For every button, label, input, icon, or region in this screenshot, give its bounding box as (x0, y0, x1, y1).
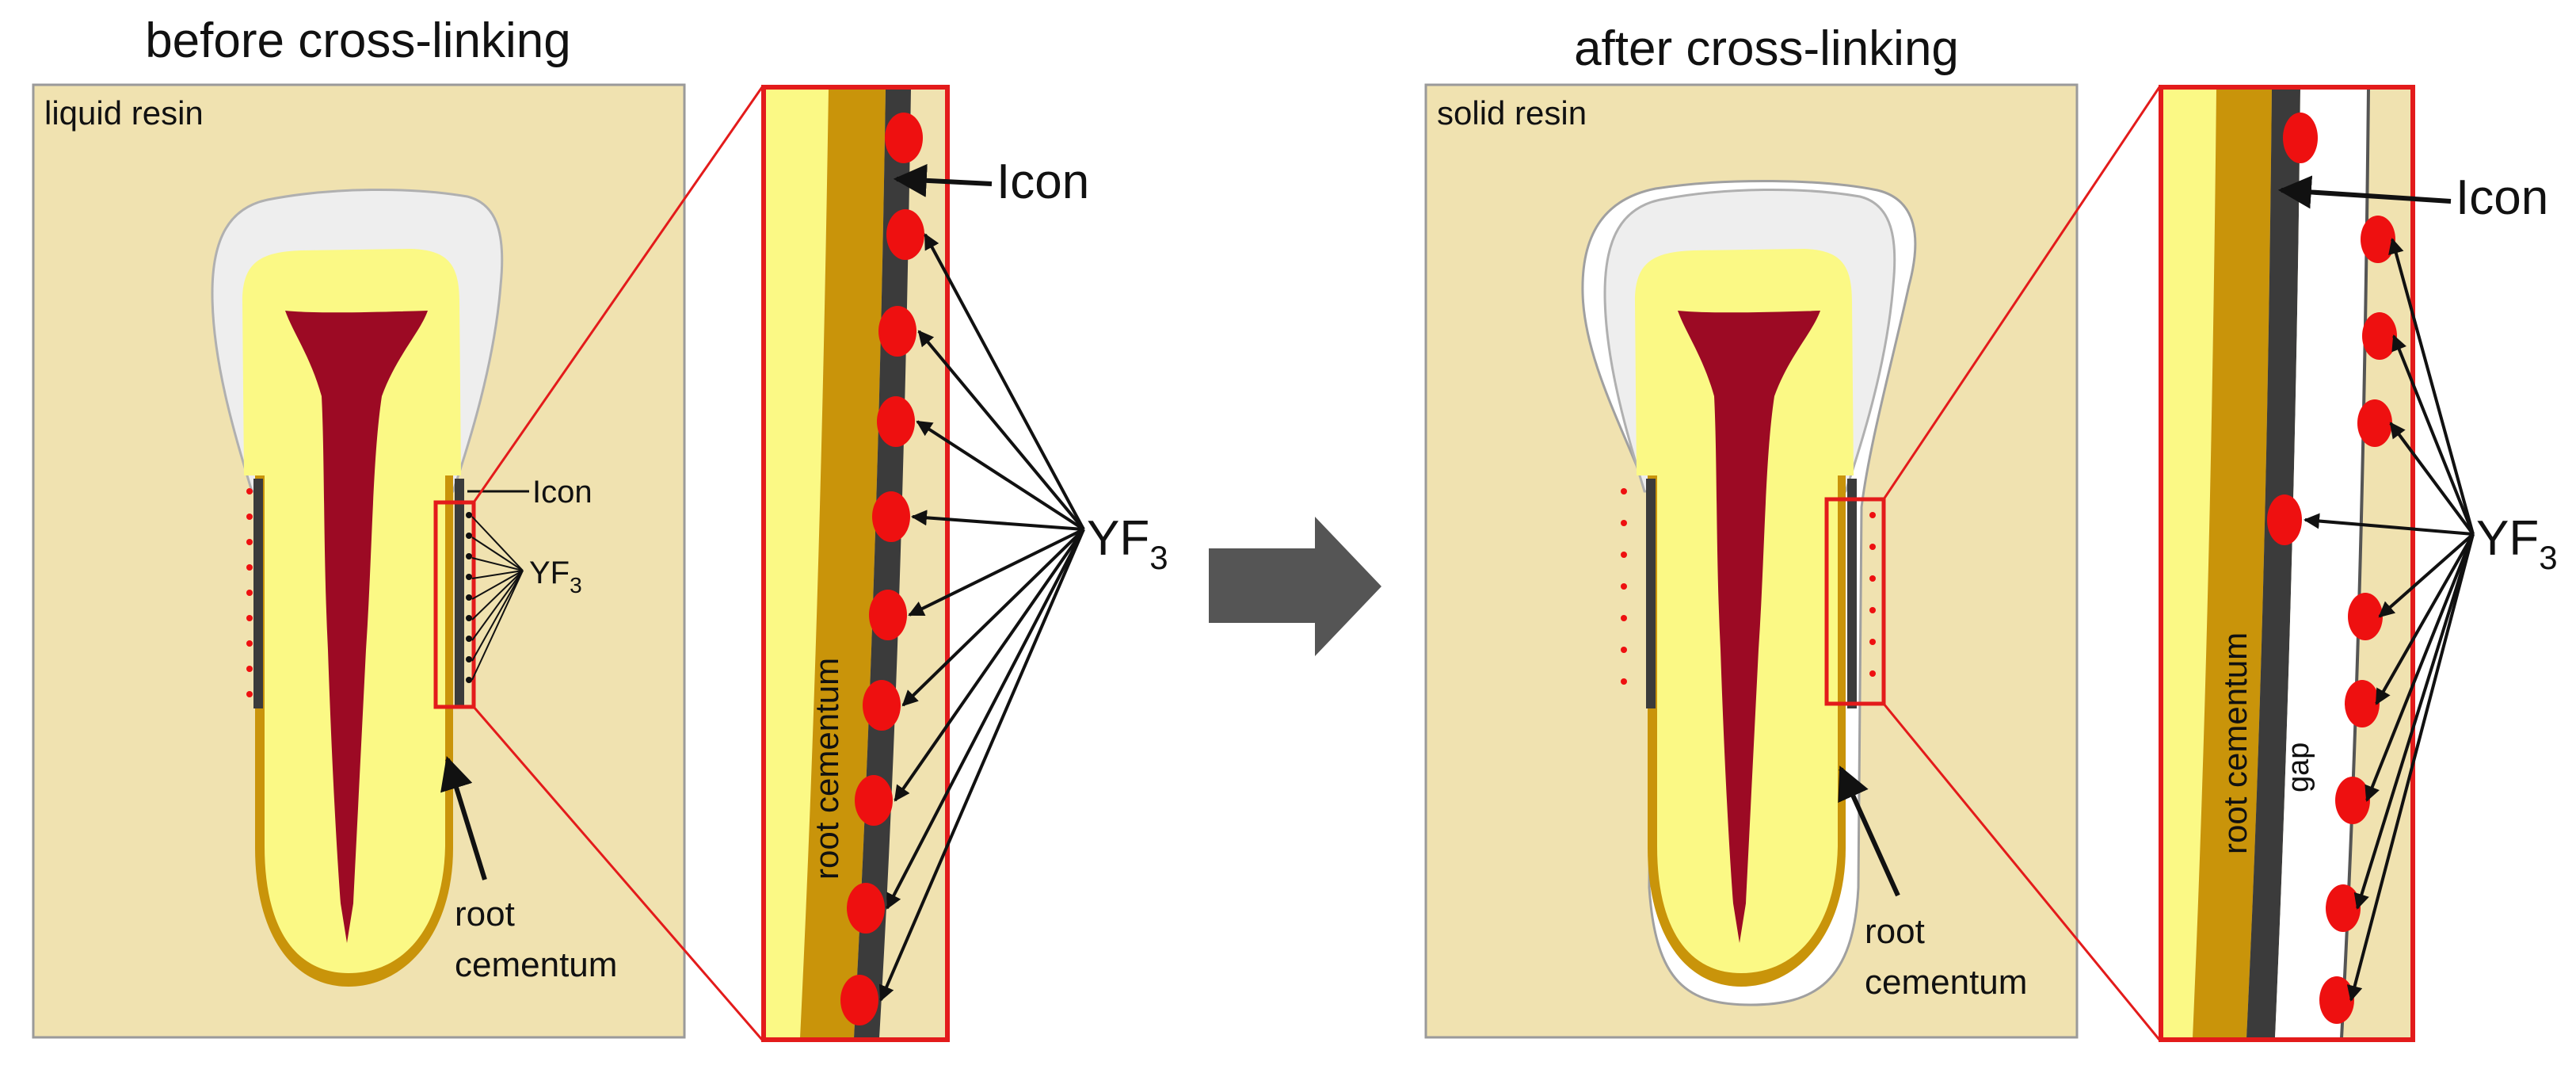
small-particles-left-after (1621, 488, 1627, 685)
yf3-arrows-after (2304, 238, 2475, 1002)
zoom-icon-layer-after (2246, 89, 2300, 1038)
icon-arrow-after (2277, 175, 2452, 209)
yf3-particles-after (2319, 216, 2397, 1024)
yf3-label-before: YF3 (1087, 511, 1168, 576)
yf3-arrows-before (878, 233, 1085, 1002)
before-panel: before cross-linking liquid resin Icon (32, 13, 1168, 1042)
liquid-resin-label: liquid resin (44, 94, 204, 132)
zoom-dentin (765, 89, 829, 1038)
small-yf3-arrows (471, 516, 524, 681)
small-icon-label: Icon (532, 475, 593, 510)
icon-layer-right-after (1847, 479, 1857, 708)
icon-layer-left-after (1646, 479, 1656, 708)
pulp-after (1678, 311, 1820, 943)
zoom-inset-before: root cementum (761, 85, 950, 1042)
cementum-label-before-2: cementum (455, 945, 617, 984)
cementum-label-after-2: cementum (1865, 963, 2027, 1002)
tooth-after (1581, 179, 1917, 1006)
cementum-label-before-1: root (455, 895, 515, 934)
zoom-marker-after (1824, 497, 1886, 706)
particle-in-icon-layer (2267, 113, 2318, 545)
zoom-marker-before (433, 500, 476, 709)
zoom-connector-bottom (472, 706, 764, 1041)
zoom-connector-top-after (1882, 86, 2161, 500)
zoom-cementum-after (2193, 89, 2272, 1038)
gap-label: gap (2282, 743, 2315, 792)
zoom-connector-bottom-after (1882, 703, 2161, 1041)
zoom-cementum-label: root cementum (808, 658, 845, 880)
yf3-label-after: YF3 (2476, 511, 2558, 576)
icon-layer-right (455, 479, 464, 708)
small-yf3-label: YF3 (529, 556, 582, 598)
icon-label-before: Icon (996, 155, 1089, 209)
icon-label-after: Icon (2456, 170, 2548, 225)
after-panel: after cross-linking solid resin root cem… (1424, 21, 2558, 1042)
cementum-arrow-before (440, 755, 487, 880)
small-particles-left (246, 488, 253, 697)
zoom-cementum-label-after: root cementum (2216, 632, 2254, 854)
tooth-before (211, 188, 504, 987)
small-particles-right-after (1869, 512, 1876, 677)
icon-arrow-before (893, 163, 993, 197)
pulp (285, 311, 428, 943)
solid-resin-label: solid resin (1437, 94, 1587, 132)
small-yf3-particles (466, 512, 472, 683)
zoom-connector-top (472, 86, 764, 503)
icon-layer-left (253, 479, 263, 708)
cementum-arrow-after (1838, 766, 1900, 897)
after-title: after cross-linking (1574, 21, 1959, 76)
zoom-inset-after: root cementum gap (2159, 85, 2415, 1042)
yf3-particles-before (840, 113, 924, 1025)
cementum-label-after-1: root (1865, 912, 1925, 951)
zoom-dentin-after (2163, 89, 2216, 1038)
transition-arrow (1209, 517, 1381, 656)
before-title: before cross-linking (145, 13, 571, 68)
